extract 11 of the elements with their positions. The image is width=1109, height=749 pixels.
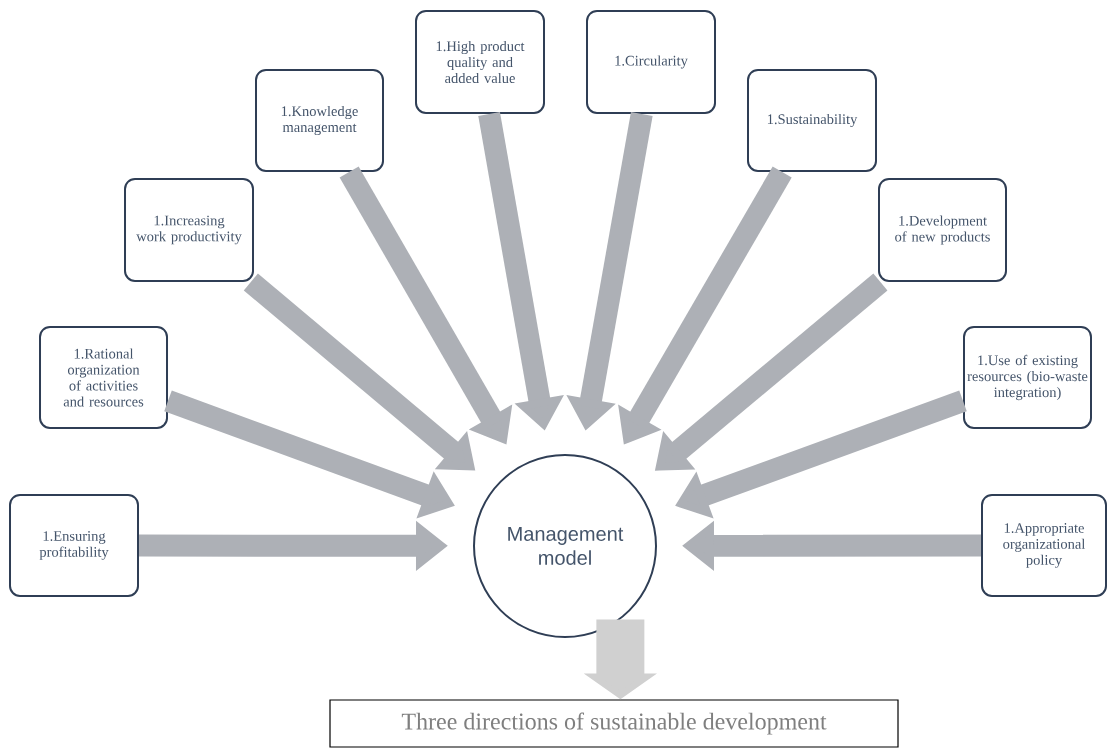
concept-box: 1.Knowledge management	[255, 69, 384, 172]
result-box: Three directions of sustainable development	[329, 699, 899, 748]
concept-box: 1.Circularity	[586, 10, 716, 114]
concept-box: 1.Development of new products	[878, 178, 1007, 282]
concept-box: 1.Rational organization of activities and resources	[39, 326, 168, 429]
concept-box: 1.Appropriate organizational policy	[981, 494, 1107, 597]
concept-box: 1.High product quality and added value	[415, 10, 545, 114]
concept-box: 1.Sustainability	[747, 69, 877, 172]
concept-box: 1.Increasing work productivity	[124, 178, 254, 282]
concept-box: 1.Ensuring profitability	[9, 494, 139, 597]
concept-box: 1.Use of existing resources (bio-waste integration)	[963, 326, 1092, 429]
